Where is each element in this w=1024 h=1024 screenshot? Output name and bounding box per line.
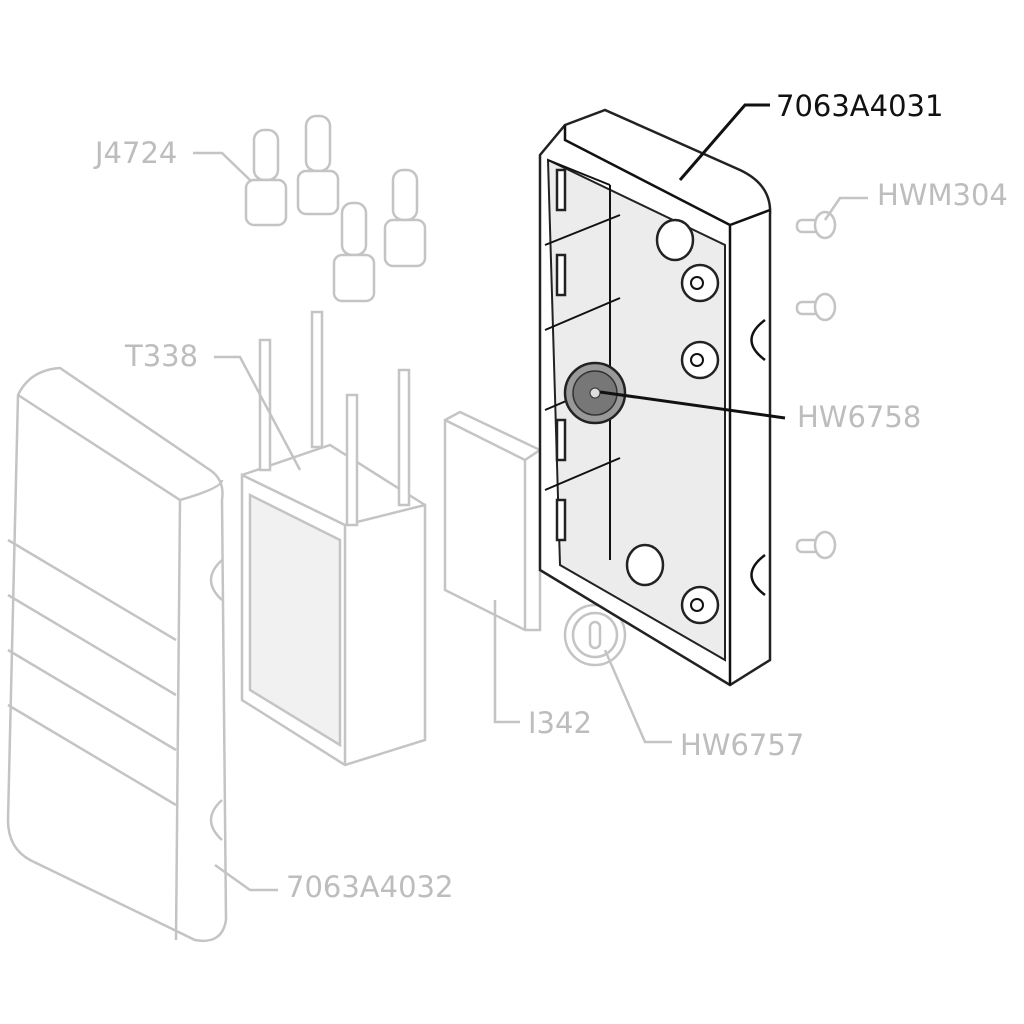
transformer-t338 (240, 310, 427, 767)
rear-housing-7063a4031 (538, 108, 772, 687)
label-i342: I342 (528, 706, 592, 740)
label-hw6757: HW6757 (680, 728, 805, 762)
screws-hwm304 (795, 210, 837, 560)
label-j4724: J4724 (95, 136, 178, 170)
label-t338: T338 (125, 339, 199, 373)
label-7063a4032: 7063A4032 (286, 870, 454, 904)
label-7063a4031: 7063A4031 (776, 89, 944, 123)
pins-j4724 (244, 114, 427, 303)
front-cover-7063a4032 (6, 366, 228, 943)
label-hw6758: HW6758 (797, 400, 922, 434)
disc-hw6757 (563, 603, 627, 667)
label-hwm304: HWM304 (877, 178, 1008, 212)
insulator-i342 (443, 410, 542, 632)
